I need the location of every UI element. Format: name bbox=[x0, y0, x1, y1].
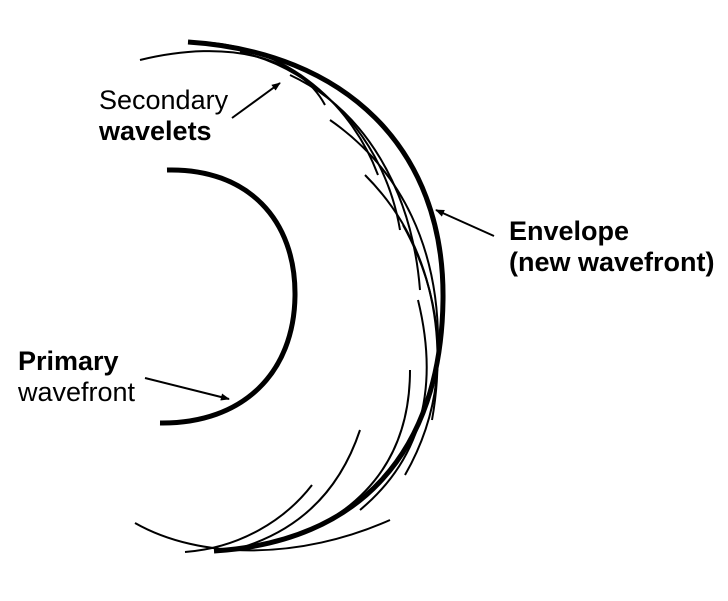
secondary-wavelets-label-line2: wavelets bbox=[99, 116, 212, 146]
secondary-wavelets bbox=[134, 40, 440, 553]
primary-wavefront-label-line1: Primary bbox=[18, 346, 119, 376]
primary-wavefront-arrow bbox=[144, 377, 230, 401]
wavelet-8 bbox=[359, 299, 428, 511]
wavelet-9 bbox=[299, 369, 411, 536]
envelope-label: Envelope (new wavefront) bbox=[509, 216, 715, 278]
wavelet-7 bbox=[402, 224, 439, 476]
wavelet-12 bbox=[134, 519, 391, 552]
wavelet-4 bbox=[289, 74, 421, 291]
primary-wavefront-label: Primary wavefront bbox=[18, 346, 135, 408]
secondary-wavelets-label-line1: Secondary bbox=[99, 85, 229, 115]
secondary-wavelets-label: Secondary wavelets bbox=[99, 85, 228, 147]
secondary-wavelets-arrow bbox=[231, 82, 281, 119]
envelope-arrow bbox=[435, 209, 495, 237]
wavelet-10 bbox=[239, 429, 361, 549]
wavelet-2 bbox=[187, 40, 379, 176]
wavelet-11 bbox=[184, 484, 313, 553]
wavelet-3 bbox=[239, 51, 401, 231]
envelope-label-line1: Envelope bbox=[509, 216, 630, 246]
envelope-label-line2: (new wavefront) bbox=[509, 247, 715, 277]
primary-wavefront-arc bbox=[159, 167, 298, 426]
primary-wavefront-label-line2: wavefront bbox=[18, 377, 136, 407]
wavelet-5 bbox=[329, 119, 440, 351]
